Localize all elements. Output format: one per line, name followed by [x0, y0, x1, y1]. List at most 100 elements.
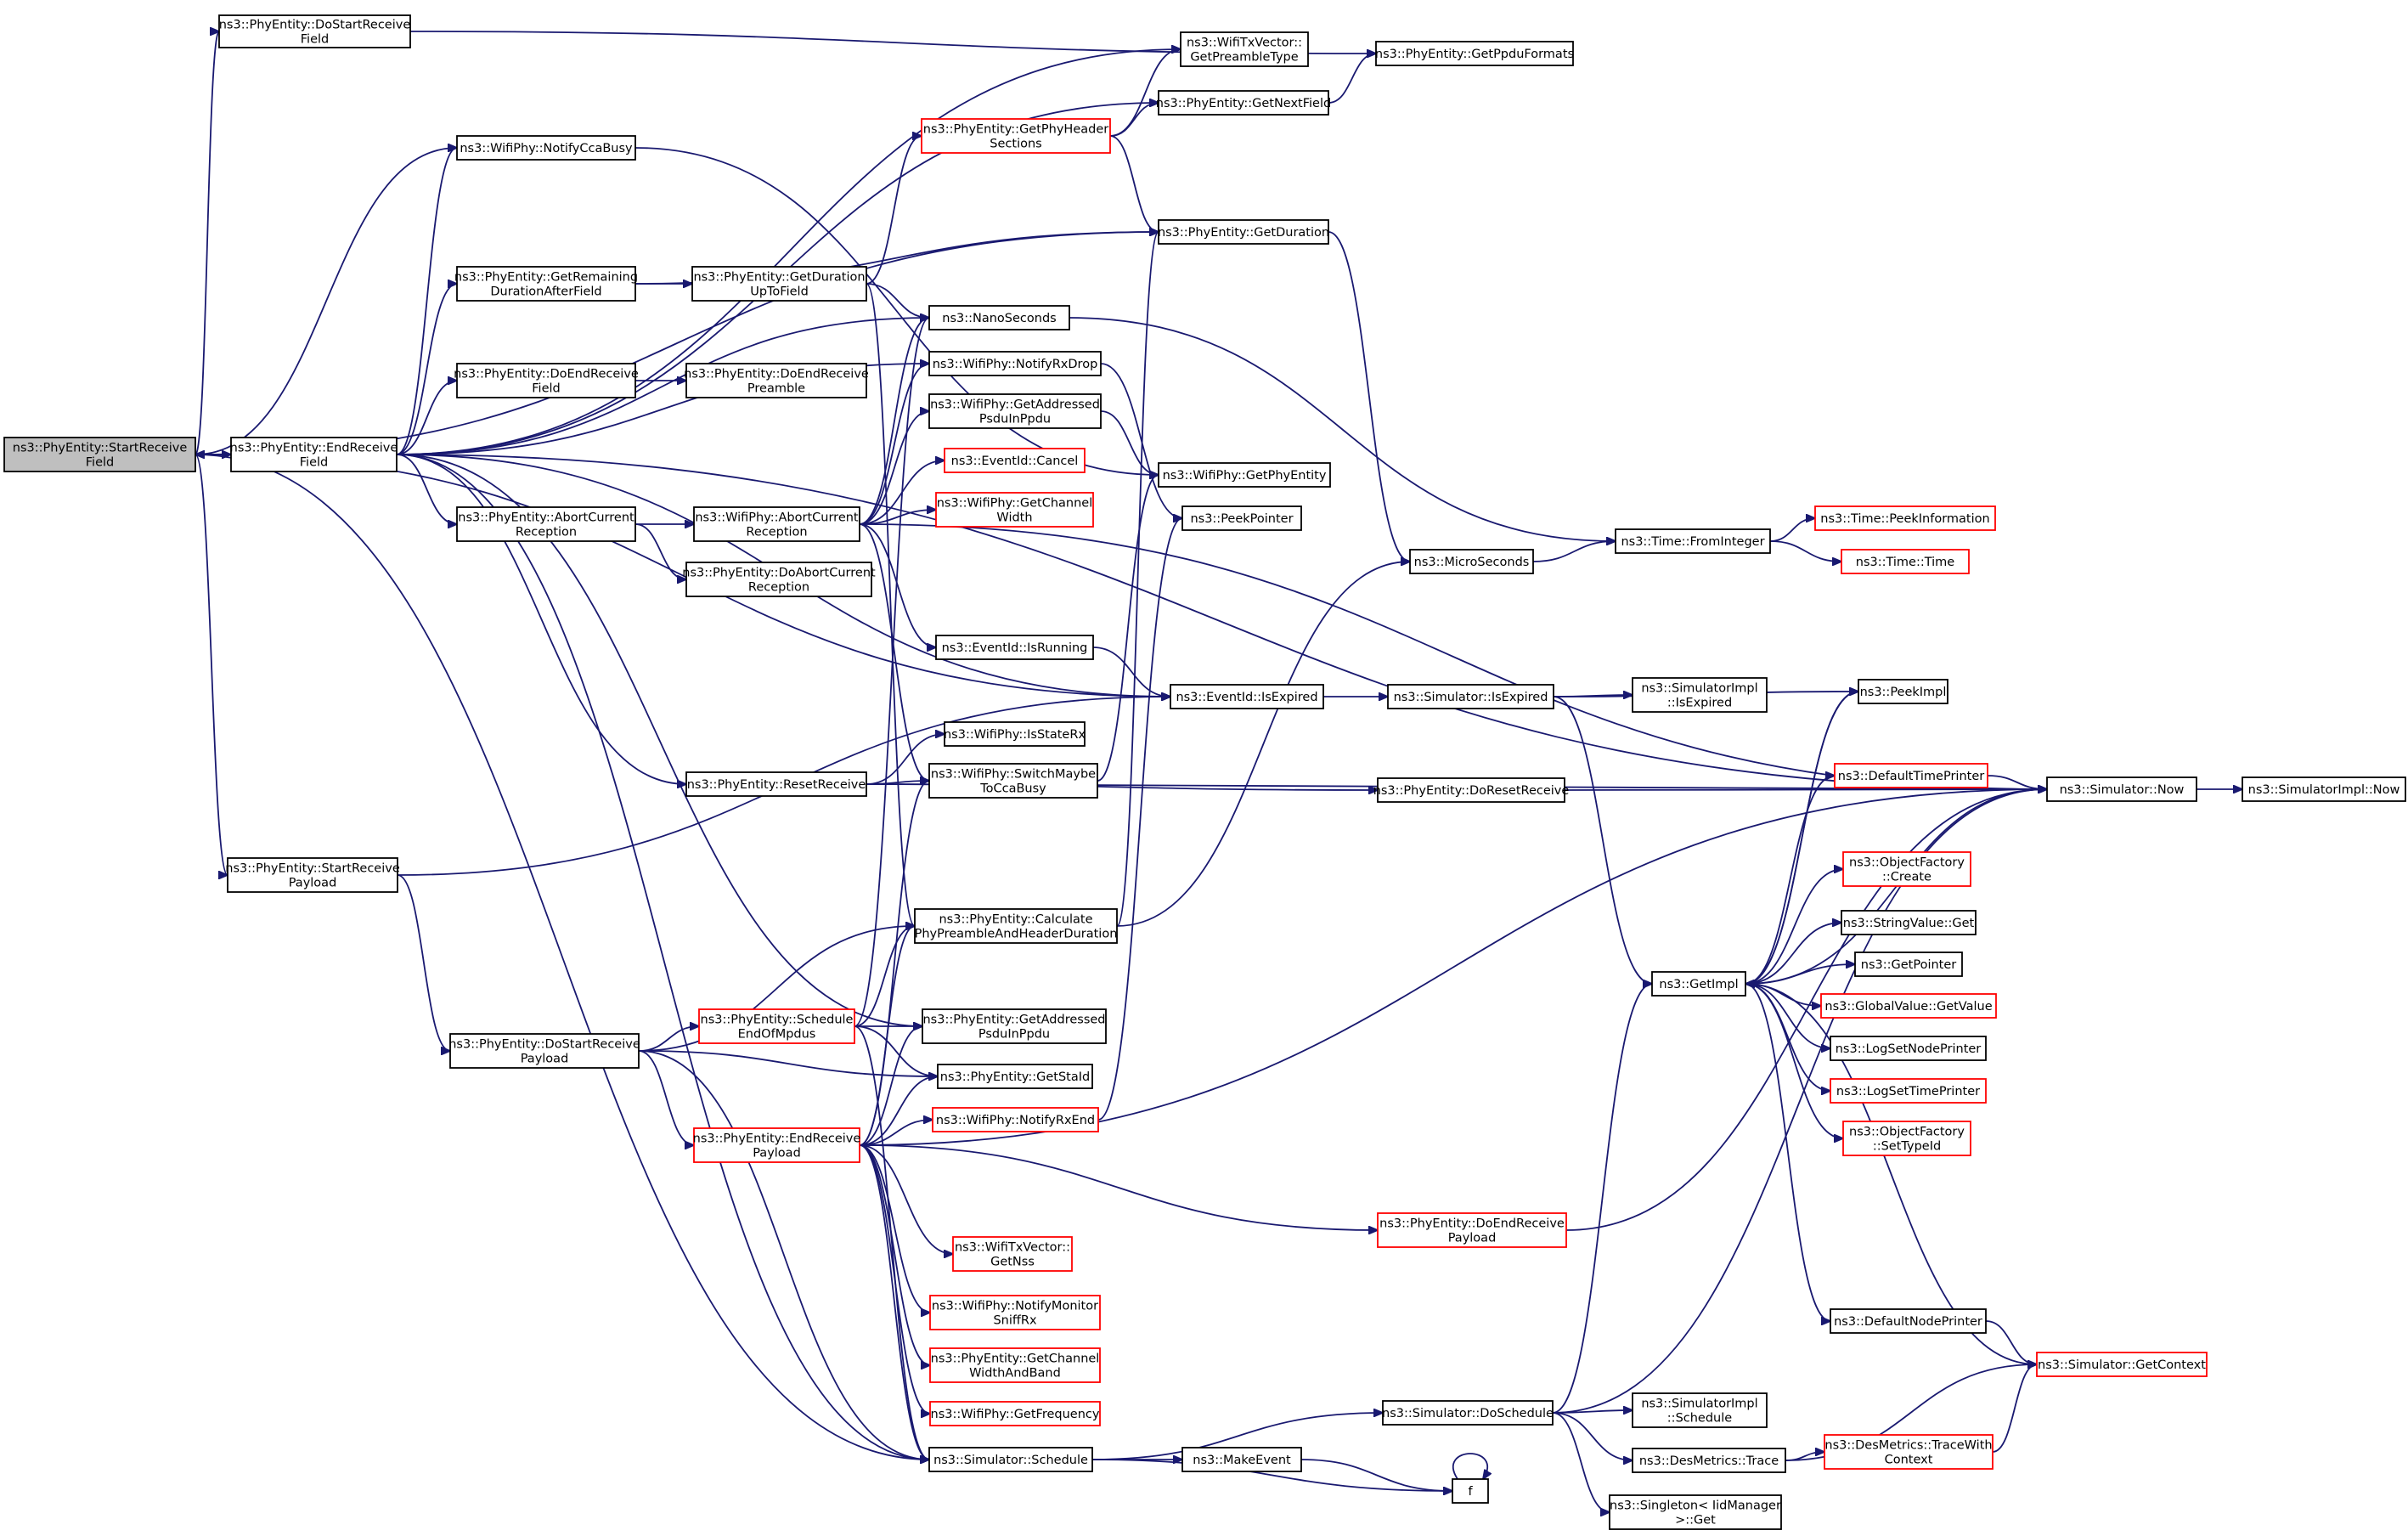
node-get-nss[interactable]: ns3::WifiTxVector::GetNss [952, 1236, 1073, 1272]
node-microseconds[interactable]: ns3::MicroSeconds [1409, 549, 1534, 574]
node-eventid-isrunning[interactable]: ns3::EventId::IsRunning [935, 635, 1094, 660]
node-get-impl[interactable]: ns3::GetImpl [1651, 971, 1746, 997]
node-make-event[interactable]: ns3::MakeEvent [1181, 1447, 1302, 1472]
node-get-frequency[interactable]: ns3::WifiPhy::GetFrequency [929, 1401, 1101, 1426]
edge-end-rx-payload-to-get-nss [859, 1144, 953, 1254]
edge-do-reset-receive-to-sim-now [1564, 789, 2047, 790]
edge-end-rx-payload-to-do-end-rx-payload [859, 1144, 1378, 1230]
edge-end-rx-field-to-sim-schedule [396, 454, 929, 1460]
node-simimpl-now[interactable]: ns3::SimulatorImpl::Now [2242, 776, 2406, 802]
node-box [1830, 1078, 1987, 1104]
node-sim-schedule[interactable]: ns3::Simulator::Schedule [928, 1447, 1093, 1472]
node-label: ns3::Simulator::IsExpired [1394, 691, 1548, 704]
node-time-time[interactable]: ns3::Time::Time [1841, 549, 1970, 574]
node-get-remaining-dur[interactable]: ns3::PhyEntity::GetRemainingDurationAfte… [454, 266, 638, 302]
node-label: GetPreambleType [1190, 51, 1298, 65]
node-get-preamble-type[interactable]: ns3::WifiTxVector::GetPreambleType [1180, 31, 1309, 67]
node-global-value-get[interactable]: ns3::GlobalValue::GetValue [1820, 993, 1997, 1019]
node-is-state-rx[interactable]: ns3::WifiPhy::IsStateRx [944, 721, 1086, 747]
node-nanoseconds[interactable]: ns3::NanoSeconds [928, 305, 1070, 330]
node-label: ns3::PhyEntity::EndReceive [693, 1132, 861, 1146]
node-notify-rx-end[interactable]: ns3::WifiPhy::NotifyRxEnd [932, 1107, 1099, 1132]
node-label: ns3::PhyEntity::Schedule [701, 1014, 854, 1027]
node-get-phy-entity[interactable]: ns3::WifiPhy::GetPhyEntity [1158, 462, 1331, 488]
node-simimpl-schedule[interactable]: ns3::SimulatorImpl::Schedule [1632, 1392, 1768, 1428]
node-get-sta-id[interactable]: ns3::PhyEntity::GetStaId [937, 1064, 1093, 1089]
node-box [928, 763, 1098, 799]
node-box [1814, 505, 1996, 531]
node-box [685, 771, 867, 797]
node-label: ns3::PhyEntity::GetPpduFormats [1375, 48, 1574, 61]
node-default-node-printer[interactable]: ns3::DefaultNodePrinter [1830, 1308, 1987, 1334]
node-label: ns3::StringValue::Get [1843, 917, 1975, 930]
node-notify-rx-drop[interactable]: ns3::WifiPhy::NotifyRxDrop [928, 351, 1102, 376]
edge-end-rx-payload-to-get-channel-width-band [859, 1144, 930, 1365]
node-peek-pointer[interactable]: ns3::PeekPointer [1181, 505, 1302, 531]
node-label: ns3::WifiPhy::NotifyRxDrop [933, 358, 1098, 371]
node-label: >::Get [1675, 1514, 1716, 1528]
node-default-time-printer[interactable]: ns3::DefaultTimePrinter [1834, 763, 1988, 788]
node-box [952, 1236, 1073, 1272]
edge-end-rx-payload-to-notify-rx-end [859, 1120, 933, 1146]
node-singleton-get[interactable]: ns3::Singleton< IidManager>::Get [1609, 1494, 1782, 1530]
node-time-from-integer[interactable]: ns3::Time::FromInteger [1615, 528, 1771, 554]
node-label: ns3::PhyEntity::GetNextField [1156, 97, 1331, 110]
node-notify-cca-busy[interactable]: ns3::WifiPhy::NotifyCcaBusy [456, 135, 636, 161]
node-sim-get-context[interactable]: ns3::Simulator::GetContext [2036, 1352, 2208, 1377]
node-label: ns3::EventId::IsExpired [1176, 691, 1317, 704]
node-calc-preamble-dur[interactable]: ns3::PhyEntity::CalculatePhyPreambleAndH… [914, 908, 1118, 944]
edge-get-impl-to-object-factory-set-typeid [1745, 983, 1843, 1138]
node-sim-do-schedule[interactable]: ns3::Simulator::DoSchedule [1382, 1400, 1554, 1426]
node-log-set-time-printer[interactable]: ns3::LogSetTimePrinter [1830, 1078, 1987, 1104]
node-label: ns3::WifiPhy::NotifyRxEnd [936, 1114, 1095, 1127]
node-box [922, 1008, 1107, 1044]
edge-make-event-to-f [1300, 1459, 1452, 1491]
node-simimpl-is-expired[interactable]: ns3::SimulatorImpl::IsExpired [1632, 677, 1768, 713]
node-get-duration[interactable]: ns3::PhyEntity::GetDuration [1158, 219, 1329, 245]
node-get-pointer[interactable]: ns3::GetPointer [1854, 952, 1963, 977]
node-log-set-node-printer[interactable]: ns3::LogSetNodePrinter [1830, 1036, 1987, 1061]
node-label: ns3::LogSetNodePrinter [1836, 1042, 1982, 1056]
node-des-metrics-trace[interactable]: ns3::DesMetrics::Trace [1632, 1448, 1786, 1473]
node-time-peek-info[interactable]: ns3::Time::PeekInformation [1814, 505, 1996, 531]
node-object-factory-set-typeid[interactable]: ns3::ObjectFactory::SetTypeId [1842, 1121, 1971, 1156]
node-f[interactable]: f [1452, 1478, 1489, 1504]
node-eventid-isexpired[interactable]: ns3::EventId::IsExpired [1170, 684, 1324, 709]
node-do-reset-receive[interactable]: ns3::PhyEntity::DoResetReceive [1373, 777, 1570, 803]
node-eventid-cancel[interactable]: ns3::EventId::Cancel [944, 448, 1086, 473]
node-peek-impl[interactable]: ns3::PeekImpl [1858, 679, 1948, 704]
node-sim-is-expired[interactable]: ns3::Simulator::IsExpired [1387, 684, 1554, 709]
edge-end-rx-payload-to-switch-maybe-cca [859, 781, 929, 1146]
node-get-ppdu-formats[interactable]: ns3::PhyEntity::GetPpduFormats [1375, 41, 1574, 66]
node-get-next-field[interactable]: ns3::PhyEntity::GetNextField [1156, 90, 1331, 116]
node-reset-receive[interactable]: ns3::PhyEntity::ResetReceive [685, 771, 867, 797]
node-label: ns3::WifiPhy::SwitchMaybe [931, 768, 1096, 782]
node-label: ns3::PhyEntity::GetDuration [693, 271, 865, 285]
node-label: ns3::SimulatorImpl [1641, 682, 1757, 696]
node-sim-now[interactable]: ns3::Simulator::Now [2046, 776, 2197, 802]
node-object-factory-create[interactable]: ns3::ObjectFactory::Create [1842, 851, 1971, 887]
node-string-value-get[interactable]: ns3::StringValue::Get [1841, 910, 1977, 935]
